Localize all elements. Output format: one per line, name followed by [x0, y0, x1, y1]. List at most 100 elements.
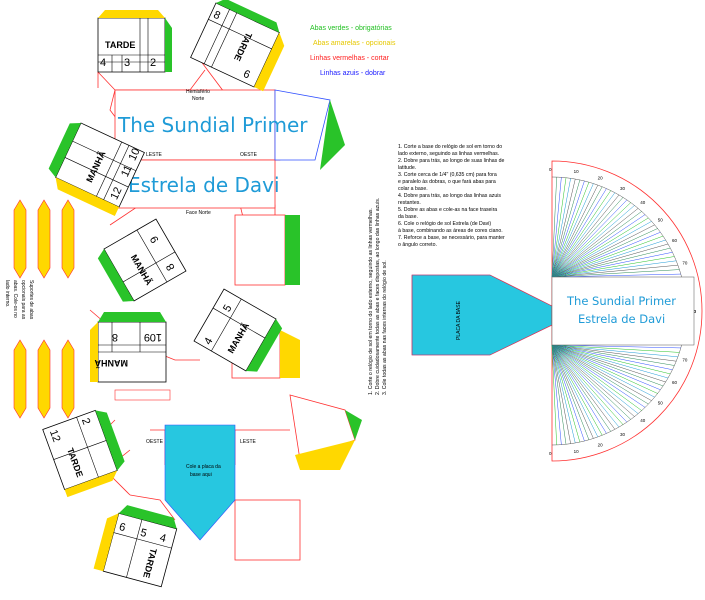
scale-tick-label: 10 [574, 169, 580, 174]
vertical-instructions: 1. Corte o relógio de sol em torno do la… [368, 198, 388, 395]
latitude-line [551, 214, 646, 278]
latitude-line [551, 180, 585, 278]
base-plate-placa-label: PLACA DA BASE [456, 300, 462, 340]
scale-tick-label: 30 [620, 432, 626, 437]
dial-tarde-top: TARDE 4 3 2 [97, 10, 172, 73]
latitude-line [551, 344, 616, 430]
latitude-line [551, 179, 581, 278]
latitude-line [551, 344, 603, 436]
latitude-line [551, 177, 557, 278]
manha-l-num-11: 11 [119, 164, 135, 179]
latitude-line [551, 344, 639, 414]
latitude-line [551, 344, 562, 445]
latitude-line [551, 260, 677, 278]
tarde-b-num-4: 4 [158, 532, 167, 545]
latitude-line [551, 344, 585, 442]
base-title: The Sundial Primer [566, 294, 676, 308]
latitude-line [551, 344, 624, 425]
supports-note-2: opcionais para as [20, 280, 26, 320]
latitude-line [551, 243, 669, 278]
instr-8: 4. Dobre para trás, ao longo das linhas … [398, 193, 501, 199]
face-norte-label: Face Norte [186, 210, 211, 216]
instr-7: colar a base. [398, 186, 428, 192]
scale-tick-label: 60 [672, 380, 678, 385]
instr-5: 3. Corte cerca de 1/4" (0,635 cm) para f… [398, 172, 497, 178]
scale-tick-label: 70 [682, 358, 688, 363]
scale-tick-label: 20 [598, 176, 604, 181]
latitude-line [551, 344, 661, 390]
manha-r-num-4: 4 [202, 336, 215, 347]
scale-tick-label: 10 [574, 449, 580, 454]
dial-tarde-lower-left: TARDE 2 12 [42, 409, 125, 498]
latitude-line [551, 192, 616, 278]
latitude-line [551, 247, 671, 278]
manha-lo-num-10: 10 [150, 331, 162, 343]
latitude-line [551, 252, 673, 278]
dial-tarde-bottom: TARDE 6 5 4 [93, 505, 178, 588]
supports-note-3: abas. Cole-os no [12, 280, 18, 318]
manha-l-num-10: 10 [127, 146, 143, 162]
latitude-line [551, 205, 635, 278]
latitude-line [551, 344, 680, 353]
latitude-line [551, 344, 673, 370]
latitude-line [551, 183, 594, 278]
label-oeste-bottom: OESTE [146, 439, 164, 445]
latitude-line [551, 344, 666, 383]
latitude-line [551, 344, 620, 428]
dial-label-manha-3: MANHÃ [94, 358, 128, 368]
latitude-line [551, 269, 680, 278]
latitude-line [551, 182, 590, 278]
latitude-line [551, 344, 571, 444]
latitude-line [551, 344, 594, 439]
instr-9: restantes. [398, 200, 421, 206]
latitude-line [551, 344, 631, 420]
latitude-line [551, 344, 678, 358]
dial-manha-right: MANHÃ 4 5 [193, 288, 283, 372]
hemisphere-label-2: Norte [192, 96, 204, 102]
latitude-line [551, 344, 557, 445]
latitude-line [551, 228, 658, 278]
scale-tick-label: 0 [549, 451, 552, 456]
dial-manha-middle: MANHÃ 9 8 [97, 218, 187, 302]
latitude-line [551, 224, 655, 278]
tarde-ll-num-12: 12 [47, 428, 62, 444]
legend-green: Abas verdes - obrigatórias [310, 25, 392, 32]
instr-6: e paralelo às dobras, o que fará abas pa… [398, 179, 496, 185]
latitude-line [551, 202, 631, 278]
latitude-line [551, 344, 567, 445]
vert-instr-2: 2. Dobre cuidadosamente todas as abas e … [375, 198, 381, 395]
latitude-line [551, 188, 607, 278]
latitude-line [551, 344, 649, 405]
vert-instr-1: 1. Corte o relógio de sol em torno do la… [368, 208, 374, 395]
base-subtitle: Estrela de Davi [578, 312, 665, 326]
latitude-line [551, 344, 628, 423]
latitude-line [551, 344, 675, 366]
instr-13: à base, combinando as áreas de cores cia… [398, 228, 503, 234]
latitude-line [551, 217, 649, 278]
instr-14: 7. Reforce a base, se necessário, para m… [398, 235, 505, 241]
latitude-line [551, 344, 581, 443]
manha-lo-num-8: 8 [112, 331, 118, 343]
manha-m-num-9: 9 [148, 234, 161, 245]
legend-blue: Linhas azuis - dobrar [320, 70, 386, 77]
instr-1: 1. Corte a base do relógio de sol em tor… [398, 144, 502, 150]
scale-tick-label: 70 [682, 260, 688, 265]
scale-tick-label: 40 [640, 418, 646, 423]
manha-l-num-12: 12 [108, 185, 124, 201]
base-plate-label-1: Cole a placa da [186, 464, 221, 470]
label-leste-bottom: LESTE [240, 439, 257, 445]
latitude-line [551, 177, 562, 278]
scale-tick-label: 20 [598, 442, 604, 447]
latitude-line [551, 273, 681, 278]
latitude-line [551, 177, 567, 278]
supports-note-4: lado interno. [4, 280, 10, 308]
latitude-line [551, 344, 646, 408]
legend-yellow: Abas amarelas - opcionais [313, 40, 396, 47]
scale-tick-label: 60 [672, 238, 678, 243]
latitude-line [551, 190, 611, 278]
dial-label-tarde-1: TARDE [105, 40, 135, 50]
net-subtitle: Estrela de Davi [128, 173, 280, 197]
dial-tarde-upper-right: TARDE 8 6 [190, 0, 285, 92]
base-plate-drawing: PLACA DA BASE 00101020203030404050506060… [411, 160, 703, 462]
